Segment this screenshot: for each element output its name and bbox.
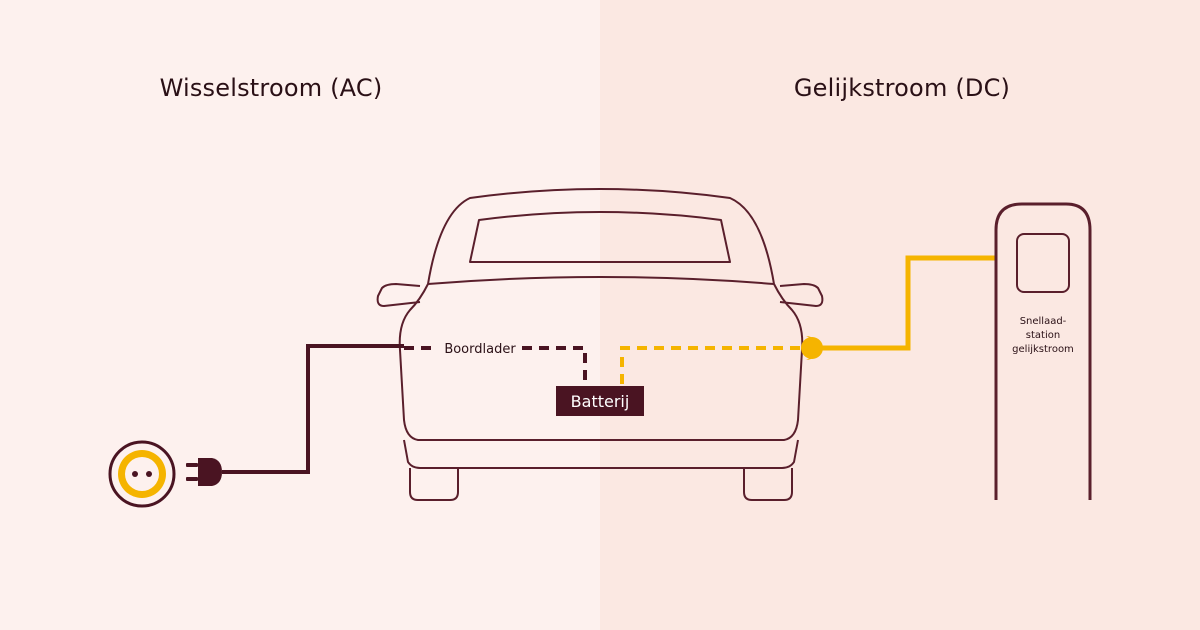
ac-background bbox=[0, 0, 600, 630]
dc-heading: Gelijkstroom (DC) bbox=[793, 74, 1011, 102]
charging-station-icon bbox=[994, 202, 1092, 500]
battery-box: Batterij bbox=[556, 386, 644, 416]
car-front-icon bbox=[376, 188, 824, 501]
dc-cable bbox=[801, 255, 996, 360]
station-label-line3: gelijkstroom bbox=[1012, 344, 1074, 355]
ac-heading: Wisselstroom (AC) bbox=[159, 74, 383, 102]
onboard-charger-label: Boordlader bbox=[444, 342, 516, 357]
ac-cable bbox=[222, 344, 404, 474]
battery-label: Batterij bbox=[571, 392, 630, 411]
dc-background bbox=[600, 0, 1200, 630]
station-label: Snellaad- station gelijkstroom bbox=[1012, 316, 1074, 355]
station-label-line2: station bbox=[1026, 330, 1060, 341]
ac-internal-wiring bbox=[404, 346, 587, 386]
plug-icon bbox=[186, 458, 222, 486]
station-label-line1: Snellaad- bbox=[1020, 316, 1067, 327]
wall-socket-icon bbox=[108, 440, 176, 508]
dc-internal-wiring bbox=[620, 346, 800, 386]
